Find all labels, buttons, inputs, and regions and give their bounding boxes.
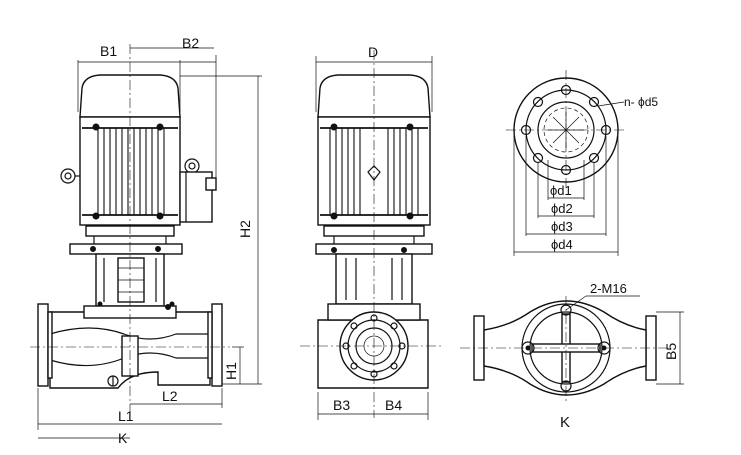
outlet-flange (211, 303, 223, 387)
front-dimensions: B1 B2 H2 H1 L2 L1 K (37, 35, 262, 446)
dim-d2: ϕd2 (551, 201, 573, 216)
dim-d4: ϕd4 (551, 237, 573, 252)
lifting-eye-right (184, 158, 200, 174)
dim-l1: L1 (118, 408, 134, 424)
dim-b5: B5 (663, 343, 679, 360)
top-view (460, 296, 670, 404)
dim-d1: ϕd1 (550, 183, 572, 198)
side-view (300, 50, 444, 418)
dim-n-d5: n- ϕd5 (624, 95, 658, 109)
side-dimensions: D B3 B4 (315, 44, 433, 420)
dim-d: D (368, 44, 378, 60)
front-view (30, 44, 230, 415)
dim-b1: B1 (100, 43, 117, 59)
coupling-lantern (95, 253, 175, 307)
dim-b3: B3 (333, 397, 350, 413)
dim-b2: B2 (182, 35, 199, 51)
dim-h1: H1 (223, 362, 239, 380)
flange-dimensions: n- ϕd5 ϕd1 ϕd2 ϕd3 ϕd4 (513, 95, 658, 256)
dim-h2: H2 (237, 220, 253, 238)
dim-k-top: K (560, 414, 570, 431)
dim-k-front: K (118, 430, 128, 446)
inlet-flange (37, 303, 49, 387)
lifting-eye-left (60, 168, 80, 184)
flange-detail (506, 70, 626, 190)
dim-d3: ϕd3 (551, 219, 573, 234)
dim-l2: L2 (162, 388, 178, 404)
dim-b4: B4 (385, 397, 402, 413)
top-dimensions: 2-M16 B5 K (560, 281, 684, 431)
dim-2-m16: 2-M16 (590, 281, 627, 296)
motor-fan-cover (79, 74, 181, 118)
motor-bolts (92, 123, 164, 220)
